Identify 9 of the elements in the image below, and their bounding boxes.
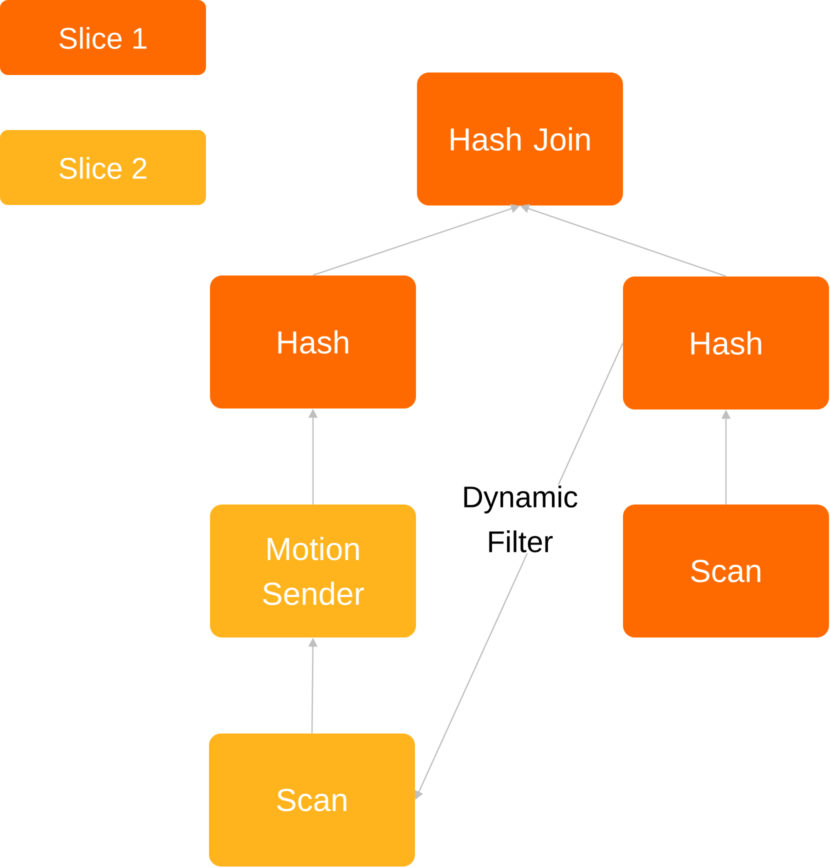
- edge-label: Dynamic Filter: [444, 484, 596, 554]
- process-box: Scan: [623, 504, 829, 638]
- process-box: Hash Join: [417, 72, 623, 206]
- process-box: Scan: [209, 734, 415, 866]
- process-box: Hash: [210, 276, 416, 408]
- legend-label: Slice 2: [60, 157, 146, 179]
- process-box: Motion Sender: [210, 504, 416, 638]
- legend-label: Slice 1: [60, 27, 146, 49]
- process-box: Hash: [623, 276, 829, 410]
